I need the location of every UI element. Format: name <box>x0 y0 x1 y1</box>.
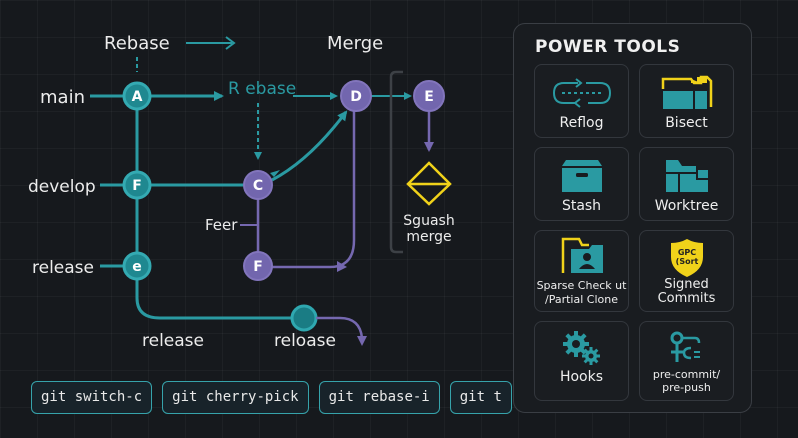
develop-label: develop <box>28 177 96 197</box>
merge-heading: Merge <box>327 33 383 54</box>
c-to-d-curve <box>271 110 348 182</box>
f-to-d-purple-line <box>272 110 356 269</box>
shield-icon: GPC (Sort <box>670 239 703 277</box>
command-chip-rebase[interactable]: git rebase-i <box>318 381 440 414</box>
tool-worktree[interactable]: Worktree <box>639 147 734 221</box>
command-chip-git-t[interactable]: git t <box>449 381 512 414</box>
release-bottom-label-2: reloase <box>274 331 336 351</box>
bisect-folder-icon <box>661 75 712 109</box>
tool-label-line2: /Partial Clone <box>545 293 618 306</box>
stash-box-icon <box>561 160 602 192</box>
commit-node-c[interactable]: C <box>243 170 273 200</box>
release-label: release <box>32 258 94 278</box>
svg-text:D: D <box>350 89 362 105</box>
tool-label-line1: Signed <box>664 277 709 292</box>
tool-hooks[interactable]: Hooks <box>534 321 629 401</box>
squash-diamond-icon <box>406 161 452 206</box>
tool-label: Bisect <box>665 115 708 131</box>
tool-stash[interactable]: Stash <box>534 147 629 221</box>
git-branch-diagram: Rebase Merge R ebase Feer Sguash merge m… <box>28 33 455 351</box>
svg-text:C: C <box>253 178 263 194</box>
command-chip-switch[interactable]: git switch-c <box>31 381 153 414</box>
commit-node-a[interactable]: A <box>122 81 152 111</box>
tool-label: Hooks <box>559 369 604 385</box>
tool-label-line1: pre-commit/ <box>652 368 721 381</box>
rebase-arrow-icon <box>186 36 236 50</box>
release-commit-node[interactable] <box>290 304 318 332</box>
main-label: main <box>40 87 85 108</box>
f-arrowhead-icon <box>337 261 347 272</box>
tool-pre-commit[interactable]: pre-commit/ pre-push <box>639 321 734 401</box>
squash-label-line2: merge <box>406 229 451 245</box>
hook-key-icon <box>670 331 700 362</box>
sparse-checkout-folder-icon <box>561 237 603 273</box>
feature-label: Feer <box>205 216 238 234</box>
svg-text:GPC: GPC <box>677 248 695 257</box>
rebase-heading: Rebase <box>104 33 170 54</box>
tool-label: Stash <box>561 198 602 214</box>
commit-node-e-merge[interactable]: E <box>413 80 445 112</box>
svg-text:A: A <box>132 89 143 105</box>
tool-label: Reflog <box>559 115 604 131</box>
tool-label-line2: Commits <box>657 291 716 306</box>
svg-text:e: e <box>132 259 142 275</box>
commit-node-f-develop[interactable]: F <box>122 170 152 200</box>
worktree-folder-icon <box>665 160 708 192</box>
release-arrowhead-icon <box>357 336 367 346</box>
release-curve-line <box>135 279 292 320</box>
svg-text:(Sort: (Sort <box>675 257 698 266</box>
release-purple-line <box>316 316 364 339</box>
small-arrowhead-icon <box>270 170 280 177</box>
tool-label: Worktree <box>654 198 719 214</box>
commit-node-d[interactable]: D <box>340 80 372 112</box>
tool-reflog[interactable]: Reflog <box>534 64 629 138</box>
squash-label-line1: Sguash <box>403 213 454 229</box>
tool-sparse-checkout[interactable]: Sparse Check ut /Partial Clone <box>534 230 629 312</box>
svg-text:F: F <box>253 259 263 275</box>
rebase-inline-label: R ebase <box>228 79 296 99</box>
commit-node-f-feature[interactable]: F <box>243 251 273 281</box>
command-chips: git switch-c git cherry-pick git rebase-… <box>31 381 512 414</box>
command-chip-cherry-pick[interactable]: git cherry-pick <box>162 381 309 414</box>
power-tools-panel: POWER TOOLS Reflog Bisect <box>513 23 752 413</box>
tool-bisect[interactable]: Bisect <box>639 64 734 138</box>
power-tools-title: POWER TOOLS <box>535 37 681 57</box>
svg-text:F: F <box>132 178 142 194</box>
svg-text:E: E <box>424 89 434 105</box>
tool-label: Sparse Check ut /Partial Clone <box>535 279 628 307</box>
release-bottom-label: release <box>142 331 204 351</box>
squash-bracket <box>389 70 403 254</box>
tool-label-line1: Sparse Check ut <box>536 279 627 292</box>
commit-node-e-release[interactable]: e <box>122 251 152 281</box>
tool-label-line2: pre-push <box>662 381 711 394</box>
tool-label: pre-commit/ pre-push <box>640 368 733 394</box>
tool-signed-commits[interactable]: GPC (Sort Signed Commits <box>639 230 734 312</box>
tool-label: Signed Commits <box>640 278 733 306</box>
gears-icon <box>562 331 600 365</box>
reflog-loop-icon <box>552 78 611 108</box>
